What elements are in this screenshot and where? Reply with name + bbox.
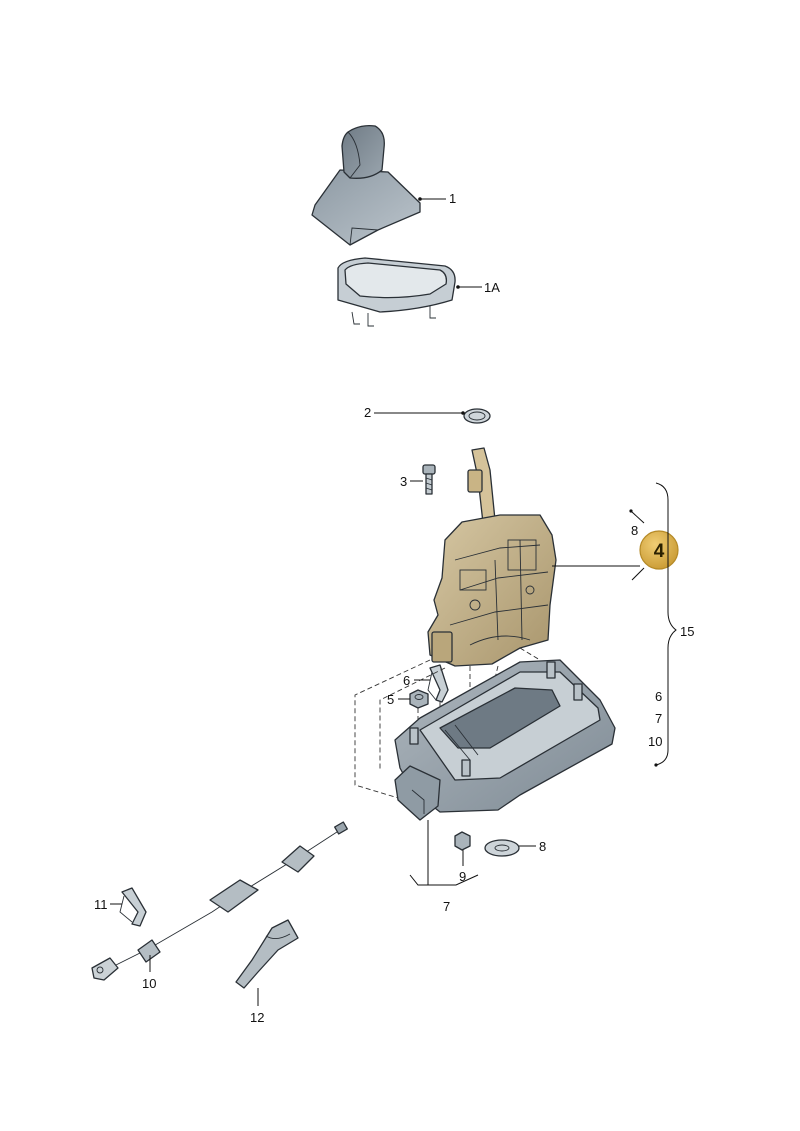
callout-4: 4 bbox=[654, 541, 665, 562]
callout-6: 6 bbox=[403, 673, 410, 688]
selector-cable bbox=[91, 821, 348, 981]
callout-1: 1 bbox=[449, 191, 456, 206]
bracket-item-6: 6 bbox=[655, 689, 662, 704]
bracket-item-10: 10 bbox=[648, 734, 662, 749]
retaining-clip bbox=[427, 664, 449, 703]
callout-9: 9 bbox=[459, 869, 466, 884]
callout-7: 7 bbox=[443, 899, 450, 914]
ring-clip bbox=[463, 408, 491, 424]
bolt bbox=[422, 464, 436, 495]
bracket-item-7: 7 bbox=[655, 711, 662, 726]
gear-selector-mechanism bbox=[427, 447, 557, 667]
flange-nut bbox=[454, 831, 471, 851]
gear-knob-boot bbox=[311, 124, 421, 246]
console-trim-frame bbox=[337, 257, 456, 327]
callout-8-lower: 8 bbox=[539, 839, 546, 854]
callout-11: 11 bbox=[94, 897, 108, 912]
callout-1a: 1A bbox=[484, 280, 500, 295]
callout-10: 10 bbox=[142, 976, 156, 991]
bracket-7 bbox=[409, 874, 479, 886]
callout-8-upper: 8 bbox=[631, 523, 638, 538]
cable-clip bbox=[119, 887, 147, 927]
callout-12: 12 bbox=[250, 1010, 264, 1025]
callout-3: 3 bbox=[400, 474, 407, 489]
selector-housing bbox=[394, 659, 616, 821]
callout-15: 15 bbox=[680, 624, 694, 639]
washer bbox=[484, 839, 520, 857]
callout-2: 2 bbox=[364, 405, 371, 420]
leader-4-arrow-down bbox=[631, 567, 645, 581]
callout-5: 5 bbox=[387, 692, 394, 707]
hex-nut bbox=[409, 689, 429, 709]
bracket-15 bbox=[655, 482, 677, 766]
cable-bracket bbox=[235, 919, 299, 989]
leader-4-arrow-up bbox=[631, 511, 645, 524]
